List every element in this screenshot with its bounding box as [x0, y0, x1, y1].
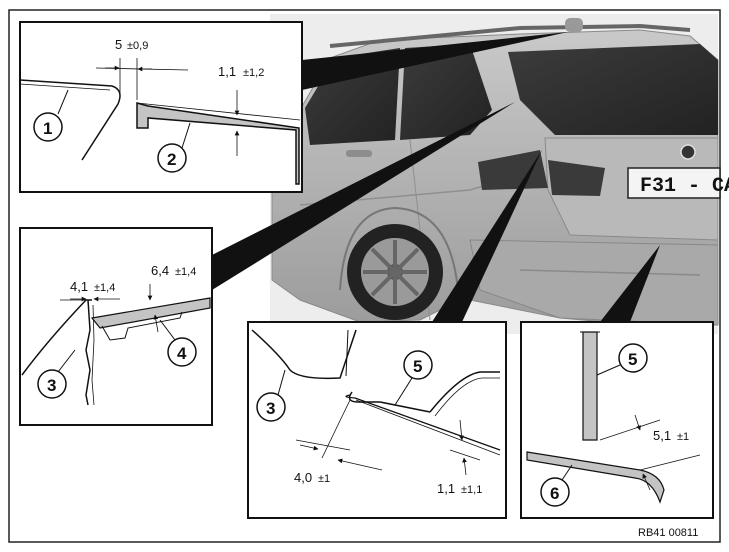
detail-3-gap-tol: ±1	[318, 473, 330, 485]
detail-2-gap-tol: ±1,4	[94, 282, 115, 294]
detail-4-gap-value: 5,1	[653, 428, 671, 443]
detail-3-gap-value: 4,0	[294, 470, 312, 485]
detail-2-flush-tol: ±1,4	[175, 266, 196, 278]
detail-2-flush-value: 6,4	[151, 263, 169, 278]
license-plate	[627, 167, 721, 199]
detail-1-gap-tol: ±0,9	[127, 40, 148, 52]
detail-2-callout-4	[167, 337, 197, 367]
detail-4-panel: 5,1 ±1 5 6	[520, 321, 714, 519]
detail-2-callout-3-label: 3	[47, 376, 56, 395]
detail-1-callout-1-label: 1	[43, 119, 52, 138]
detail-1-callout-2	[157, 143, 187, 173]
detail-3-flush-value: 1,1	[437, 481, 455, 496]
leader-wedges	[212, 32, 660, 322]
detail-2-gap-value: 4,1	[70, 279, 88, 294]
detail-1-callout-1	[33, 112, 63, 142]
detail-2-callout-4-label: 4	[177, 344, 187, 363]
detail-3-panel: 4,0 ±1 1,1 ±1,1 3 5	[247, 321, 507, 519]
detail-3-callout-5-label: 5	[413, 357, 422, 376]
detail-2-callout-3	[37, 369, 67, 399]
outer-frame	[8, 9, 721, 543]
license-plate-text: F31 - CAS	[640, 175, 729, 198]
detail-4-callout-5-label: 5	[628, 350, 637, 369]
detail-1-gap-value: 5	[115, 37, 122, 52]
detail-4-callout-6-label: 6	[550, 484, 559, 503]
detail-4-callout-6	[540, 477, 570, 507]
detail-3-flush-tol: ±1,1	[461, 484, 482, 496]
detail-1-flush-value: 1,1	[218, 64, 236, 79]
detail-4-gap-tol: ±1	[677, 431, 689, 443]
detail-2-panel: 4,1 ±1,4 6,4 ±1,4 3 4	[19, 227, 213, 426]
detail-1-flush-tol: ±1,2	[243, 67, 264, 79]
detail-3-callout-5	[403, 350, 433, 380]
detail-4-callout-5	[618, 343, 648, 373]
car-illustration: F31 - CAS	[270, 14, 729, 334]
detail-3-callout-3	[256, 392, 286, 422]
figure-code: RB41 00811	[638, 527, 698, 539]
detail-3-callout-3-label: 3	[266, 399, 275, 418]
detail-1-panel: 5 ±0,9 1,1 ±1,2 1 2	[19, 21, 303, 193]
detail-1-callout-2-label: 2	[167, 150, 176, 169]
